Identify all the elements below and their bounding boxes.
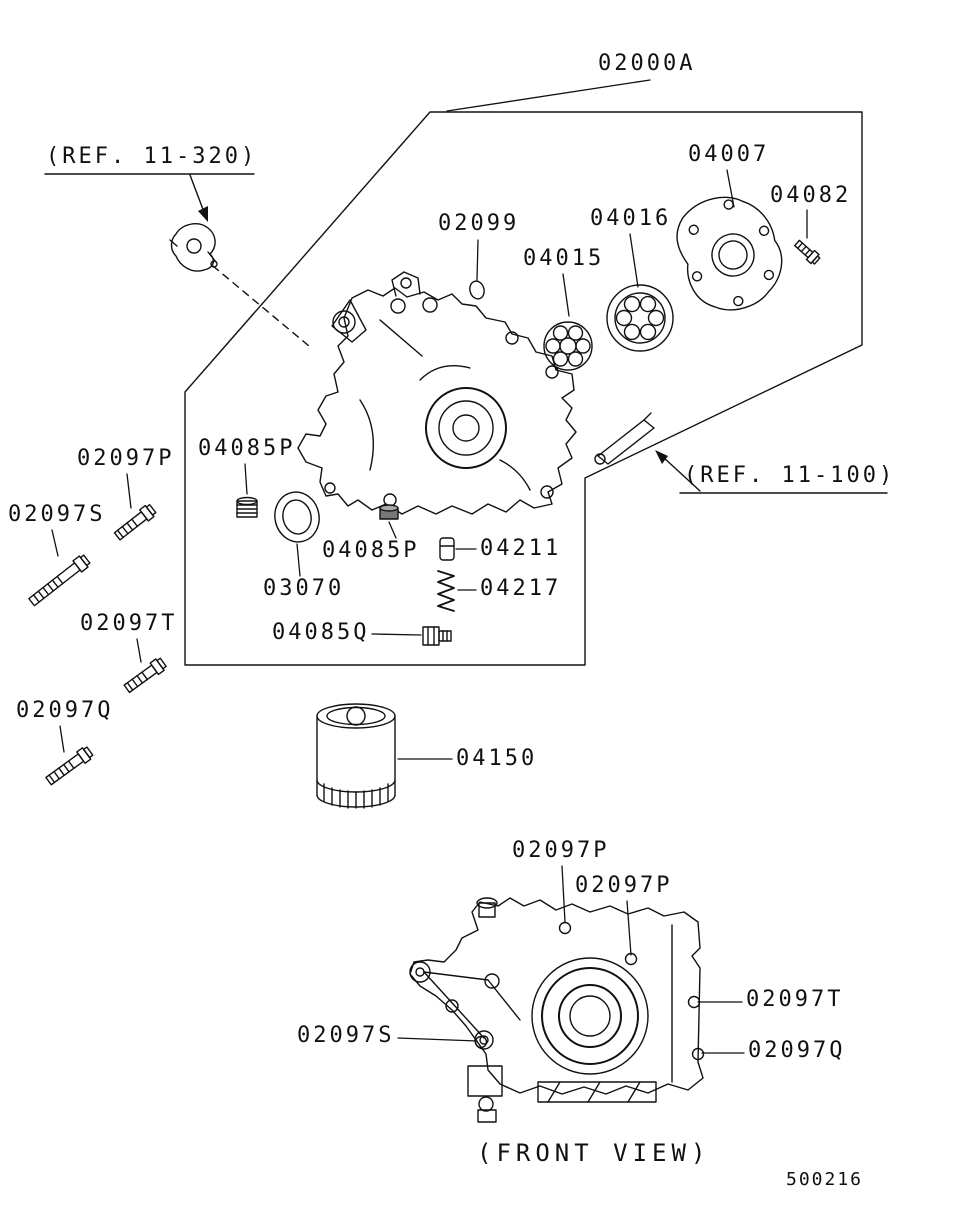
- ref-11-100-part-drawing: [594, 412, 655, 465]
- ref-label-11-100: (REF. 11-100): [684, 463, 896, 488]
- part-label-02097t-front: 02097T: [746, 987, 844, 1012]
- bolt-02097s-left-drawing: [28, 554, 91, 607]
- part-label-02097q-left: 02097Q: [16, 698, 114, 723]
- part-label-02097p-left: 02097P: [77, 446, 175, 471]
- ref-11-100-arrow: [655, 450, 888, 494]
- bolt-04082-drawing: [794, 239, 821, 265]
- front-view-drawing: [409, 897, 705, 1123]
- part-label-02097s-front: 02097S: [297, 1023, 395, 1048]
- part-label-04085q: 04085Q: [272, 620, 370, 645]
- relief-spring-04217-drawing: [437, 570, 455, 612]
- part-label-02099: 02099: [438, 211, 520, 236]
- part-label-02097p-front-2: 02097P: [575, 873, 673, 898]
- ref-11-320-part-drawing: [169, 223, 218, 272]
- relief-plunger-04211-drawing: [439, 537, 455, 561]
- part-label-04085p-upper: 04085P: [198, 436, 296, 461]
- part-label-02097q-front: 02097Q: [748, 1038, 846, 1063]
- part-label-04217: 04217: [480, 576, 562, 601]
- plug-04085q-drawing: [422, 626, 452, 646]
- part-label-02097s-left: 02097S: [8, 502, 106, 527]
- part-label-03070: 03070: [263, 576, 345, 601]
- leader-lines: [51, 79, 808, 1054]
- ref-label-11-320: (REF. 11-320): [46, 144, 258, 169]
- part-label-04015: 04015: [523, 246, 605, 271]
- outer-rotor-04016-drawing: [606, 284, 674, 352]
- part-label-04085p-inner: 04085P: [322, 538, 420, 563]
- plug-04085p-inner-drawing: [379, 504, 399, 520]
- bolt-02097q-left-drawing: [45, 746, 94, 786]
- part-label-02097p-front-1: 02097P: [512, 838, 610, 863]
- part-label-04016: 04016: [590, 206, 672, 231]
- plug-04085p-upper-drawing: [236, 496, 258, 518]
- part-label-04211: 04211: [480, 536, 562, 561]
- pump-cover-04007-drawing: [676, 196, 783, 311]
- bolt-02097t-left-drawing: [123, 657, 167, 694]
- ref-11-320-arrow: [44, 173, 310, 347]
- parts-enclosure-outline: [184, 111, 863, 666]
- seal-03070-drawing: [274, 491, 320, 543]
- inner-rotor-04015-drawing: [543, 321, 593, 371]
- bolt-02097p-left-drawing: [113, 503, 157, 541]
- oring-02099-drawing: [469, 280, 485, 300]
- part-label-02000a: 02000A: [598, 51, 696, 76]
- part-label-02097t-left: 02097T: [80, 611, 178, 636]
- part-label-04007: 04007: [688, 142, 770, 167]
- oil-filter-04150-drawing: [316, 703, 396, 809]
- oil-pump-case-drawing: [297, 271, 577, 515]
- doc-number: 500216: [786, 1169, 864, 1190]
- part-label-04082: 04082: [770, 183, 852, 208]
- part-label-04150: 04150: [456, 746, 538, 771]
- front-view-caption: (FRONT VIEW): [477, 1139, 711, 1167]
